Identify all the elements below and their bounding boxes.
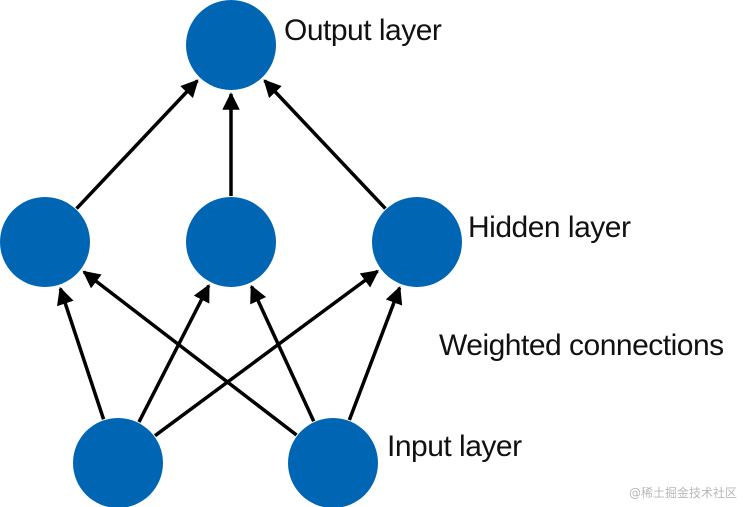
connection-arrow-input-2-to-hidden-3 — [347, 286, 403, 421]
weighted-connections-label: Weighted connections — [439, 329, 724, 362]
hidden-1-node — [0, 197, 90, 287]
network-nodes — [0, 0, 462, 507]
connection-arrow-input-1-to-hidden-1 — [57, 286, 106, 420]
hidden-layer-label: Hidden layer — [468, 211, 631, 244]
connection-arrow-input-2-to-hidden-2 — [249, 284, 316, 422]
watermark-text: @稀土掘金技术社区 — [628, 486, 737, 500]
connection-arrow-hidden-3-to-output-1 — [263, 79, 387, 210]
output-layer-label: Output layer — [284, 14, 442, 47]
output-1-node — [186, 0, 276, 90]
input-1-node — [73, 418, 163, 507]
connection-arrow-input-2-to-hidden-1 — [82, 270, 298, 437]
hidden-3-node — [372, 197, 462, 287]
connection-arrow-input-1-to-hidden-2 — [137, 284, 211, 423]
connection-arrow-input-1-to-hidden-3 — [153, 269, 380, 438]
connection-arrow-hidden-1-to-output-1 — [75, 79, 199, 210]
input-2-node — [288, 418, 378, 507]
hidden-2-node — [186, 197, 276, 287]
weighted-connections — [57, 79, 403, 438]
input-layer-label: Input layer — [387, 430, 522, 463]
